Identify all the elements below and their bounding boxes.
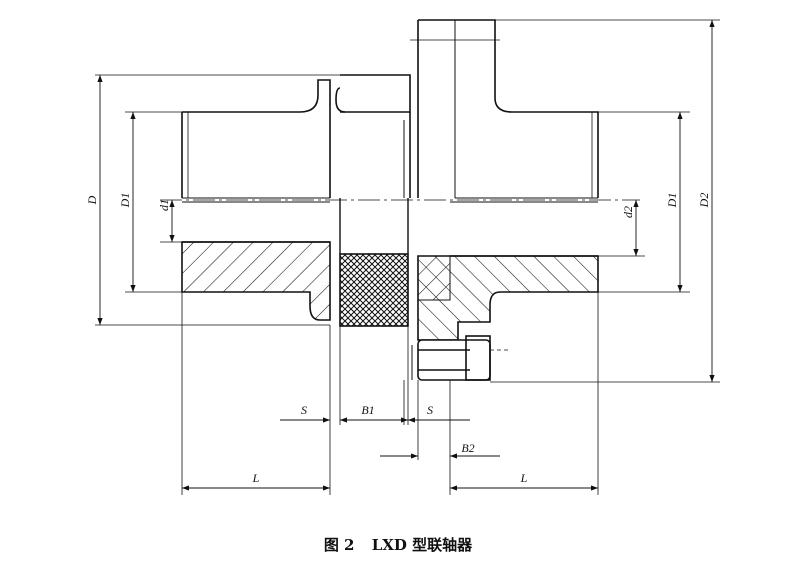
dimension-labels: D D1 d1 D1 d2 D2 S B1 S B2 L L [85,193,711,485]
left-hub-section [181,241,331,321]
label-L-right: L [520,471,528,485]
bolt [411,335,510,381]
label-B1: B1 [361,403,374,417]
right-hub-section [417,255,599,341]
label-D: D [85,195,99,205]
dimension-lines [97,20,715,491]
label-d2: d2 [621,206,635,218]
elastic-element [339,253,409,327]
figure-caption: 图 2 LXD 型联轴器 [0,534,796,555]
label-B2: B2 [461,441,474,455]
label-D1-left: D1 [118,193,132,209]
figure-number: 图 2 [323,536,355,554]
label-D1-right: D1 [665,193,679,209]
label-S-left: S [301,403,307,417]
figure-title: LXD 型联轴器 [371,536,473,554]
label-d1: d1 [157,199,171,211]
right-hub-outline [403,19,599,199]
label-D2: D2 [697,193,711,209]
label-L-left: L [252,471,260,485]
left-hub-outline [181,74,411,199]
label-S-right: S [427,403,433,417]
